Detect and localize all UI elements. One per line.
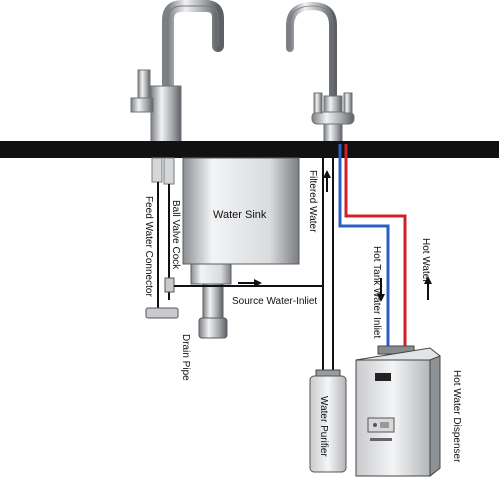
hot-water-dispenser-label: Hot Water Dispenser bbox=[451, 370, 462, 463]
source-water-inlet-label: Source Water-Inliet bbox=[232, 296, 317, 307]
source-water-inlet: Source Water-Inliet bbox=[226, 279, 323, 307]
feed-water-connector-label: Feed Water Connector bbox=[143, 196, 154, 297]
ball-valve-cock-label: Ball Valve Cock bbox=[170, 200, 181, 270]
water-sink: Water Sink bbox=[182, 157, 300, 285]
drain-pipe: Drain Pipe bbox=[180, 283, 228, 381]
hot-water-label: Hot Water bbox=[420, 238, 431, 283]
water-purifier: Water Purifier bbox=[309, 369, 347, 473]
filtered-water-line: Filtered Water bbox=[307, 144, 334, 372]
countertop bbox=[0, 141, 499, 158]
filtered-water-label: Filtered Water bbox=[307, 170, 318, 233]
water-purifier-label: Water Purifier bbox=[318, 396, 329, 457]
water-sink-label: Water Sink bbox=[213, 209, 267, 221]
hot-water-dispenser: Hot Water Dispenser bbox=[355, 345, 462, 478]
feed-water-line: Ball Valve Cock Feed Water Connector bbox=[143, 157, 226, 319]
left-faucet bbox=[130, 0, 224, 156]
dispenser-lines: Hot Tank Water Inliet Hot Water bbox=[338, 144, 432, 352]
right-faucet bbox=[286, 1, 355, 145]
hot-tank-water-inlet-label: Hot Tank Water Inliet bbox=[371, 246, 382, 338]
drain-pipe-label: Drain Pipe bbox=[180, 334, 191, 381]
